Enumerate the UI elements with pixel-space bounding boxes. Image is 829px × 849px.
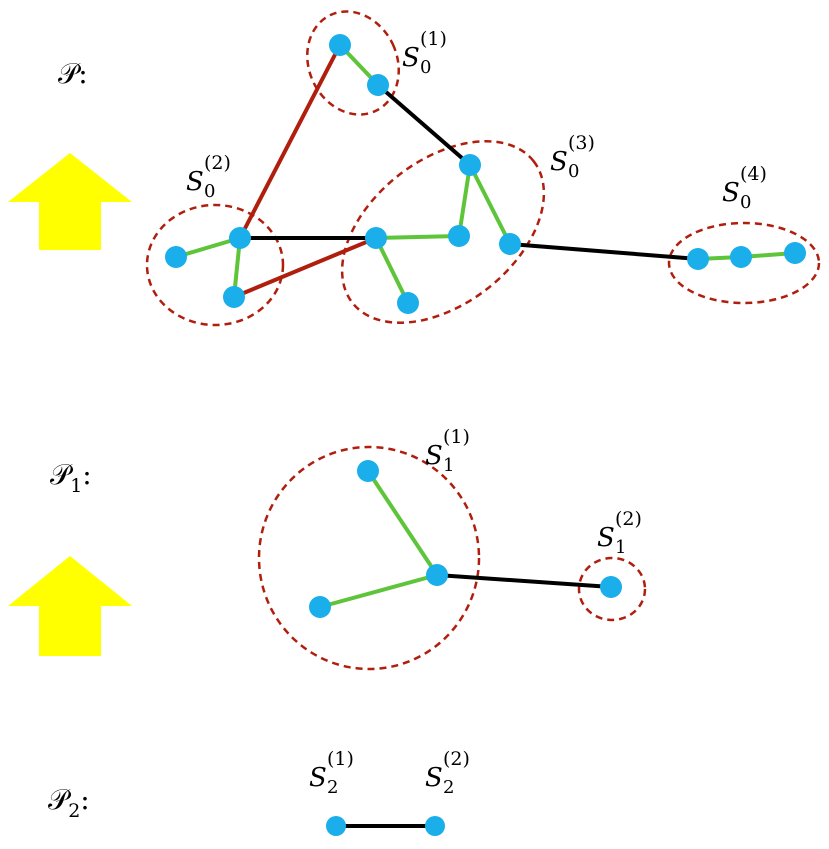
edge-black bbox=[376, 83, 472, 167]
cluster-outline-s0-2 bbox=[145, 203, 285, 327]
edge-green bbox=[374, 237, 410, 304]
cluster-outline-s1-1 bbox=[257, 445, 481, 671]
cluster-base: S bbox=[550, 147, 568, 177]
cluster-label-s1-2: S (2) 1 bbox=[597, 508, 642, 558]
cluster-sub: 2 bbox=[443, 777, 454, 798]
level-script: 𝒫 bbox=[58, 57, 82, 90]
cluster-label-s0-1: S (1) 0 bbox=[402, 28, 447, 78]
level-subscript: 1 bbox=[70, 475, 82, 497]
cluster-base: S bbox=[722, 178, 740, 208]
level-p2-graph bbox=[326, 816, 445, 836]
cluster-sup: (3) bbox=[568, 132, 595, 154]
cluster-sup: (2) bbox=[204, 152, 231, 174]
cluster-base: S bbox=[402, 43, 420, 73]
cluster-base: S bbox=[425, 441, 443, 471]
cluster-outline-s1-2 bbox=[577, 556, 647, 622]
up-arrow-top bbox=[8, 153, 132, 250]
edge-green bbox=[175, 236, 241, 259]
cluster-sup: (4) bbox=[740, 163, 767, 185]
graph-node bbox=[223, 286, 245, 308]
cluster-sup: (1) bbox=[443, 426, 470, 448]
graph-node bbox=[459, 154, 481, 176]
level-label-p1: 𝒫1: bbox=[50, 458, 92, 497]
edge-black bbox=[436, 573, 612, 589]
level-label-p2: 𝒫2: bbox=[48, 783, 90, 822]
level-colon: : bbox=[82, 458, 91, 491]
cluster-sub: 0 bbox=[568, 161, 579, 182]
level-p1-graph bbox=[257, 445, 647, 671]
edge-black bbox=[509, 242, 699, 261]
graph-node bbox=[365, 227, 387, 249]
svg-text:𝒫1:: 𝒫1: bbox=[50, 458, 92, 497]
edge-red bbox=[238, 44, 342, 239]
cluster-sup: (2) bbox=[615, 508, 642, 530]
level-p-graph bbox=[145, 10, 821, 327]
cluster-sub: 0 bbox=[740, 192, 751, 213]
svg-text:𝒫2:: 𝒫2: bbox=[48, 783, 90, 822]
graph-node bbox=[329, 34, 351, 56]
level-script: 𝒫 bbox=[50, 458, 74, 491]
level-subscript: 2 bbox=[68, 800, 80, 822]
level-script: 𝒫 bbox=[48, 783, 72, 816]
cluster-base: S bbox=[597, 523, 615, 553]
level-colon: : bbox=[78, 57, 87, 90]
cluster-sub: 0 bbox=[420, 57, 431, 78]
graph-node bbox=[448, 225, 470, 247]
graph-node bbox=[730, 246, 752, 268]
cluster-sup: (1) bbox=[420, 28, 447, 50]
cluster-sup: (1) bbox=[327, 748, 354, 770]
cluster-sup: (2) bbox=[443, 748, 470, 770]
cluster-label-s2-1: S (1) 2 bbox=[309, 748, 354, 798]
graph-node bbox=[426, 564, 448, 586]
edge-green bbox=[468, 164, 512, 245]
edge-green bbox=[375, 234, 460, 240]
cluster-sub: 1 bbox=[443, 455, 454, 476]
edge-green bbox=[457, 164, 472, 237]
graph-node bbox=[326, 816, 346, 836]
level-colon: : bbox=[80, 783, 89, 816]
cluster-label-s0-3: S (3) 0 bbox=[550, 132, 595, 182]
cluster-base: S bbox=[309, 763, 327, 793]
level-label-p: 𝒫: bbox=[58, 57, 88, 90]
cluster-label-s1-1: S (1) 1 bbox=[425, 426, 470, 476]
edge-green bbox=[319, 573, 438, 609]
cluster-label-s0-4: S (4) 0 bbox=[722, 163, 767, 213]
cluster-base: S bbox=[425, 763, 443, 793]
cluster-sub: 1 bbox=[615, 537, 626, 558]
cluster-outline-s0-4 bbox=[667, 221, 821, 305]
graph-node bbox=[687, 248, 709, 270]
graph-node bbox=[357, 460, 379, 482]
graph-node bbox=[784, 242, 806, 264]
svg-text:𝒫:: 𝒫: bbox=[58, 57, 88, 90]
graph-node bbox=[367, 74, 389, 96]
cluster-outline-s0-1 bbox=[306, 10, 400, 116]
cluster-base: S bbox=[186, 167, 204, 197]
cluster-sub: 2 bbox=[327, 777, 338, 798]
graph-node bbox=[600, 576, 622, 598]
cluster-label-s0-2: S (2) 0 bbox=[186, 152, 231, 202]
up-arrow-bottom bbox=[8, 556, 132, 656]
edge-green bbox=[366, 469, 439, 577]
edge-red bbox=[233, 236, 377, 299]
cluster-sub: 0 bbox=[204, 181, 215, 202]
graph-node bbox=[229, 227, 251, 249]
graph-node bbox=[165, 246, 187, 268]
graph-node bbox=[309, 596, 331, 618]
cluster-outline-s0-3 bbox=[340, 140, 546, 324]
graph-node bbox=[499, 233, 521, 255]
graph-node bbox=[397, 292, 419, 314]
graph-node bbox=[425, 816, 445, 836]
cluster-label-s2-2: S (2) 2 bbox=[425, 748, 470, 798]
